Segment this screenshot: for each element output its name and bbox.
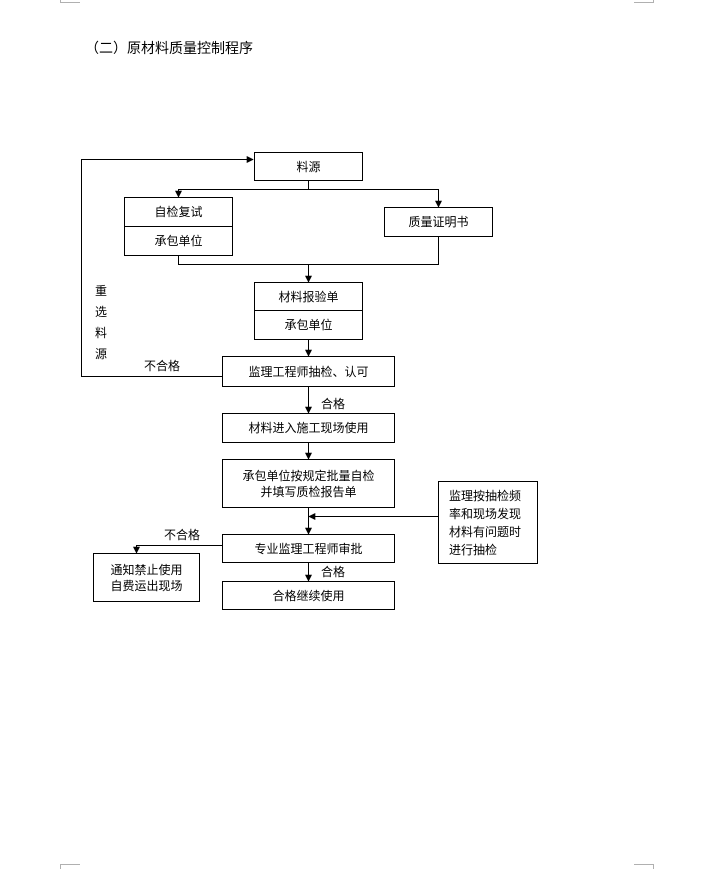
node-self-check-label: 自检复试 [154,204,203,219]
node-quality-certificate: 质量证明书 [384,207,493,237]
node-material-source: 料源 [254,152,363,181]
node-self-check-owner: 承包单位 [154,233,203,248]
edge-source-split [175,181,309,198]
edge-split-cert [308,189,442,208]
reselect-char-4: 源 [94,347,107,361]
node-quality-certificate-label: 质量证明书 [408,215,469,229]
reselect-char-3: 料 [94,326,107,340]
edge-label-fail-2: 不合格 [164,528,201,542]
edge-label-pass-1: 合格 [321,397,346,411]
node-supervisor-sampling-label: 监理工程师抽检、认可 [248,364,369,379]
node-enter-site: 材料进入施工现场使用 [222,413,395,443]
node-material-source-label: 料源 [296,159,321,174]
edge-review-prohibit [133,545,222,554]
node-contractor-batch-line-2: 并填写质检报告单 [260,484,357,499]
edge-label-fail-1: 不合格 [144,359,181,373]
node-enter-site-label: 材料进入施工现场使用 [248,421,369,435]
edge-fail-reselect [81,156,254,377]
edge-label-reselect-source: 重 选 料 源 [94,281,108,365]
node-continue-use: 合格继续使用 [222,581,395,610]
node-spot-check-line-1: 监理按抽检频 [449,488,522,503]
node-spot-check-line-4: 进行抽检 [449,542,498,557]
node-prohibit-line-1: 通知禁止使用 [110,562,183,577]
node-contractor-batch-check: 承包单位按规定批量自检 并填写质检报告单 [222,459,395,508]
node-prohibit-line-2: 自费运出现场 [110,578,183,593]
node-prohibit-use: 通知禁止使用 自费运出现场 [93,553,200,602]
node-supervisor-sampling: 监理工程师抽检、认可 [222,356,395,387]
node-material-report-label: 材料报验单 [278,289,339,304]
page-heading: （二）原材料质量控制程序 [85,41,253,57]
reselect-char-1: 重 [94,284,107,298]
node-self-check: 自检复试 承包单位 [124,197,233,256]
node-specialist-review: 专业监理工程师审批 [222,534,395,563]
node-material-report-owner: 承包单位 [284,318,333,332]
node-spot-check-line-2: 率和现场发现 [449,506,522,521]
node-material-report: 材料报验单 承包单位 [254,282,363,340]
node-specialist-review-label: 专业监理工程师审批 [254,541,363,556]
node-spot-check-note: 监理按抽检频 率和现场发现 材料有问题时 进行抽检 [438,481,538,564]
reselect-char-2: 选 [94,305,107,319]
edge-label-pass-2: 合格 [321,565,346,579]
node-contractor-batch-line-1: 承包单位按规定批量自检 [242,468,375,483]
node-spot-check-line-3: 材料有问题时 [449,524,522,539]
node-continue-use-label: 合格继续使用 [272,588,345,603]
